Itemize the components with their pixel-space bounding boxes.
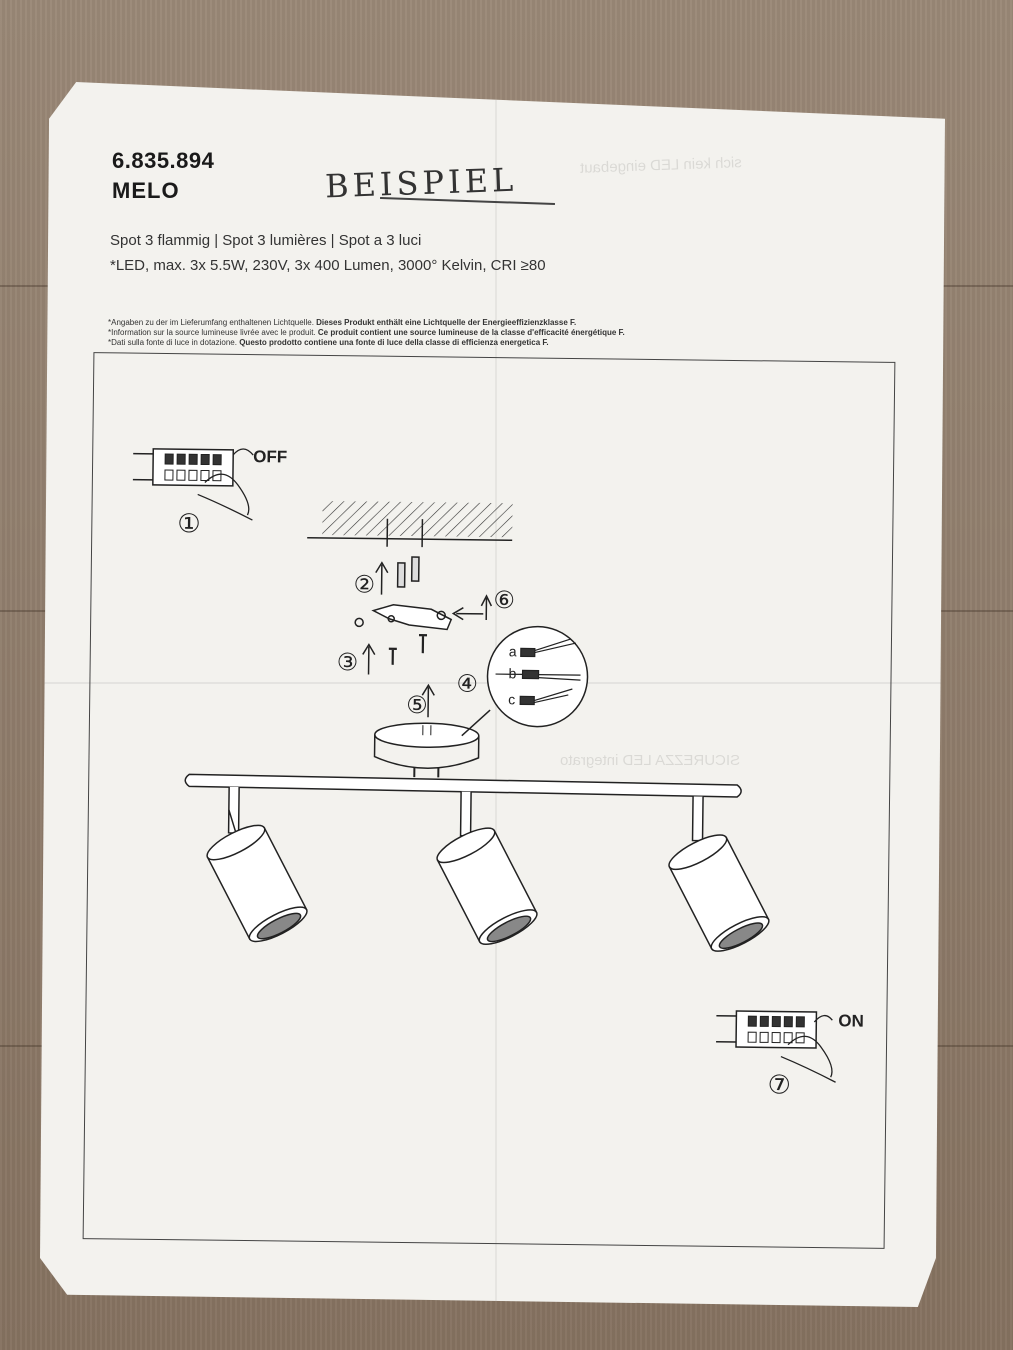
energy-footnotes: *Angaben zu der im Lieferumfang enthalte… bbox=[108, 318, 625, 348]
fuse-box-off-illustration bbox=[132, 448, 254, 521]
wall-plug-icon bbox=[396, 556, 420, 588]
step-5-marker: ⑤ bbox=[406, 692, 428, 719]
product-subtitle: Spot 3 flammig | Spot 3 lumières | Spot … bbox=[110, 232, 422, 249]
wire-connectors bbox=[495, 638, 581, 706]
wire-label-c: c bbox=[508, 691, 515, 707]
light-bar bbox=[184, 773, 742, 798]
spotlight-left bbox=[206, 786, 308, 943]
callout-line bbox=[461, 709, 491, 737]
arrow-up-icon bbox=[362, 643, 376, 675]
wire-label-a: a bbox=[509, 643, 517, 659]
wire-label-b: b bbox=[508, 665, 516, 681]
arrow-left-icon bbox=[451, 607, 484, 621]
spotlight-center bbox=[436, 791, 538, 945]
assembly-drawing: OFF ① ② bbox=[132, 447, 864, 1100]
arrow-up-icon bbox=[480, 594, 493, 620]
mounting-bracket bbox=[354, 604, 453, 631]
instruction-sheet: sich kein LED eingebaut SICUREZZA LED in… bbox=[40, 82, 945, 1307]
step-7-marker: ⑦ bbox=[767, 1069, 791, 1099]
step-3-marker: ③ bbox=[337, 649, 359, 676]
arrow-up-icon bbox=[421, 683, 435, 718]
spotlight-right bbox=[668, 796, 770, 952]
fuse-box-on-illustration bbox=[716, 1010, 836, 1083]
product-specs: *LED, max. 3x 5.5W, 230V, 3x 400 Lumen, … bbox=[110, 257, 546, 274]
switch-off-label: OFF bbox=[253, 447, 287, 466]
bleed-through-text-top: sich kein LED eingebaut bbox=[579, 154, 743, 177]
assembly-diagram: OFF ① ② bbox=[82, 352, 896, 1249]
step-6-marker: ⑥ bbox=[493, 587, 515, 614]
product-name: MELO bbox=[112, 178, 180, 203]
ceiling-canopy bbox=[373, 722, 480, 778]
footnote-it: *Dati sulla fonte di luce in dotazione. … bbox=[108, 338, 549, 347]
article-number: 6.835.894 bbox=[112, 148, 215, 173]
footnote-de: *Angaben zu der im Lieferumfang enthalte… bbox=[108, 318, 577, 327]
arrow-up-icon bbox=[375, 561, 389, 595]
footnote-fr: *Information sur la source lumineuse liv… bbox=[108, 328, 625, 337]
step-4-marker: ④ bbox=[456, 671, 478, 698]
ceiling-hatch bbox=[307, 500, 513, 548]
step-1-marker: ① bbox=[177, 508, 201, 538]
screw-icon bbox=[388, 634, 428, 665]
switch-on-label: ON bbox=[838, 1011, 864, 1030]
step-2-marker: ② bbox=[353, 571, 375, 598]
